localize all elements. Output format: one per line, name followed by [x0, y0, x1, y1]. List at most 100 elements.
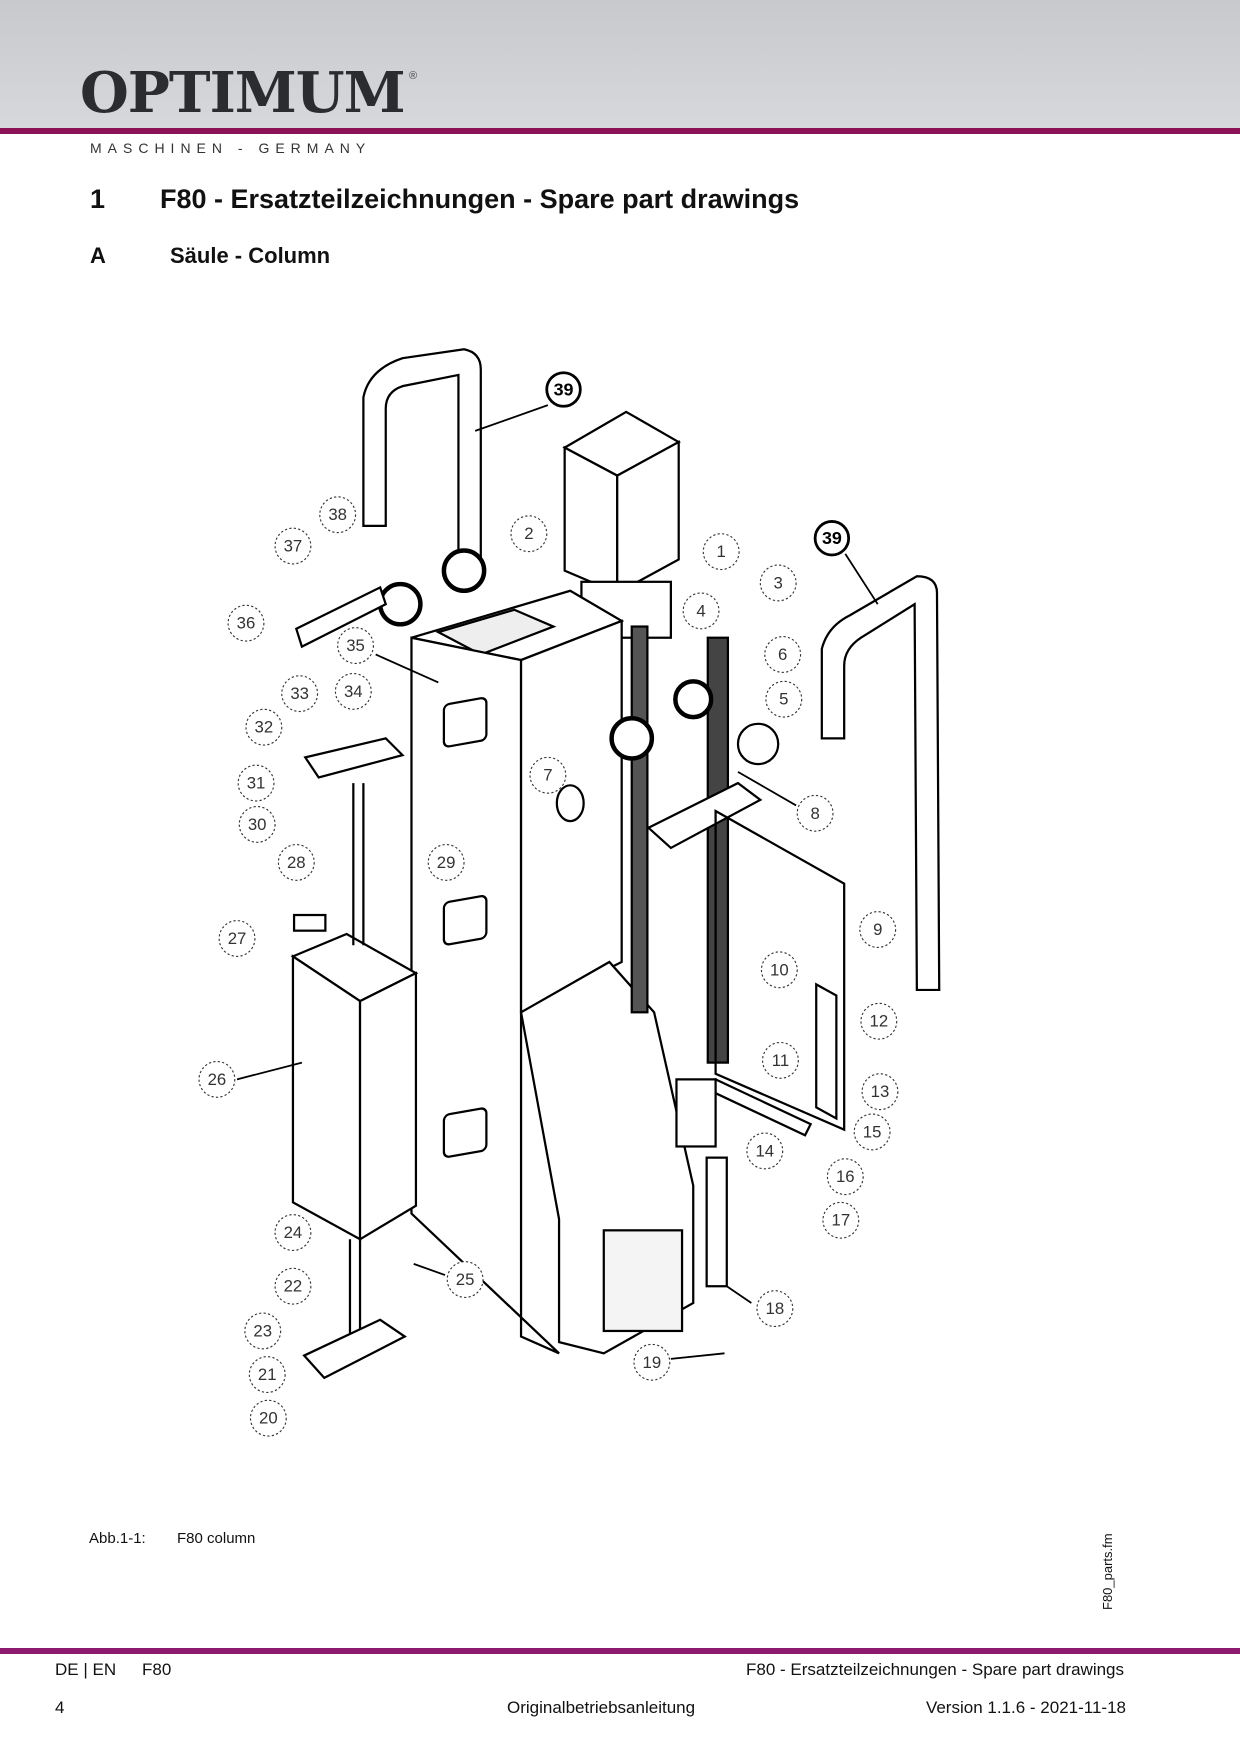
svg-text:35: 35: [346, 636, 365, 655]
section-title: F80 - Ersatzteilzeichnungen - Spare part…: [160, 184, 800, 214]
footer-version: Version 1.1.6 - 2021-11-18: [925, 1698, 1126, 1717]
svg-text:11: 11: [772, 1051, 789, 1070]
counterweight-assembly: [290, 737, 419, 1380]
callout-16: 16: [826, 1158, 864, 1196]
svg-text:6: 6: [778, 645, 787, 664]
callout-2: 2: [510, 515, 548, 553]
callout-11: 11: [762, 1041, 799, 1079]
bearing-assemblies: [294, 548, 780, 850]
page-number: 4: [55, 1698, 65, 1717]
svg-text:21: 21: [258, 1365, 277, 1384]
callout-13: 13: [861, 1073, 899, 1111]
svg-text:17: 17: [832, 1211, 851, 1230]
column-body: [410, 589, 695, 1355]
callout-3: 3: [759, 564, 797, 602]
svg-text:36: 36: [237, 614, 256, 633]
callout-30: 30: [238, 805, 276, 843]
subsection-letter: A: [90, 243, 106, 268]
svg-text:10: 10: [770, 960, 789, 979]
svg-text:25: 25: [456, 1270, 475, 1289]
callout-25: 25: [446, 1261, 484, 1298]
callout-6: 6: [764, 636, 802, 673]
svg-text:12: 12: [870, 1012, 889, 1031]
svg-text:20: 20: [259, 1409, 278, 1428]
svg-text:8: 8: [810, 804, 819, 823]
svg-text:38: 38: [328, 505, 347, 524]
footer-doc-type: Originalbetriebsanleitung: [507, 1698, 696, 1717]
motor-housing: [562, 410, 681, 639]
svg-text:30: 30: [248, 815, 267, 834]
callout-15: 15: [853, 1113, 891, 1151]
svg-text:1: 1: [717, 542, 726, 561]
header-band: [0, 0, 1240, 128]
right-cover: [675, 809, 846, 1288]
callout-5: 5: [765, 680, 803, 718]
svg-text:31: 31: [247, 774, 266, 793]
svg-text:19: 19: [643, 1353, 662, 1372]
callout-7: 7: [529, 756, 567, 794]
svg-text:2: 2: [524, 524, 533, 543]
footer-language: DE | EN: [55, 1660, 117, 1679]
callout-labels: 39 39 38 37 36 2 1 3 4 6 5 35 33 34 32 3…: [198, 371, 899, 1437]
brand-tagline: MASCHINEN - GERMANY: [90, 140, 372, 156]
source-filename: F80_parts.fm: [1100, 1533, 1115, 1610]
leader-lines: [236, 404, 879, 1360]
callout-31: 31: [237, 764, 275, 802]
brand-logo: OPTIMUM: [80, 60, 406, 126]
callout-27: 27: [218, 920, 256, 957]
registered-mark: ®: [409, 70, 418, 82]
svg-text:32: 32: [255, 718, 274, 737]
callout-12: 12: [860, 1002, 898, 1040]
svg-text:27: 27: [228, 929, 247, 948]
svg-text:28: 28: [287, 853, 306, 872]
callout-4: 4: [682, 592, 720, 630]
footer-divider: [0, 1648, 1240, 1654]
callout-26: 26: [198, 1060, 236, 1098]
svg-text:39: 39: [554, 379, 574, 399]
callout-9: 9: [859, 911, 897, 949]
svg-text:5: 5: [779, 690, 788, 709]
svg-text:24: 24: [284, 1223, 303, 1242]
svg-text:39: 39: [822, 528, 842, 548]
callout-20: 20: [249, 1399, 287, 1437]
svg-text:34: 34: [344, 682, 363, 701]
callout-38: 38: [319, 496, 357, 534]
callout-32: 32: [245, 708, 283, 746]
svg-text:22: 22: [284, 1277, 303, 1296]
svg-text:14: 14: [755, 1141, 774, 1160]
figure-caption: F80 column: [177, 1530, 256, 1547]
footer-chapter: F80 - Ersatzteilzeichnungen - Spare part…: [746, 1660, 1124, 1679]
svg-text:29: 29: [437, 853, 456, 872]
svg-text:26: 26: [208, 1070, 227, 1089]
header-divider: [0, 128, 1240, 134]
subsection-title: Säule - Column: [170, 243, 331, 268]
callout-33: 33: [281, 675, 319, 713]
callout-17: 17: [822, 1201, 860, 1239]
svg-text:9: 9: [873, 920, 882, 939]
callout-10: 10: [760, 951, 798, 989]
figure-label: Abb.1-1:: [89, 1530, 146, 1547]
callout-23: 23: [244, 1312, 282, 1350]
callout-36: 36: [227, 604, 265, 642]
svg-text:23: 23: [253, 1321, 272, 1340]
callout-34: 34: [334, 672, 372, 710]
footer-model: F80: [142, 1660, 172, 1679]
callout-35: 35: [337, 627, 375, 664]
svg-text:13: 13: [871, 1082, 890, 1101]
callout-39: 39: [545, 371, 582, 408]
callout-1: 1: [702, 533, 740, 571]
callout-29: 29: [427, 844, 465, 881]
svg-text:33: 33: [290, 684, 309, 703]
callout-21: 21: [248, 1356, 286, 1394]
svg-text:7: 7: [543, 766, 552, 785]
callout-18: 18: [756, 1290, 794, 1328]
callout-19: 19: [633, 1343, 671, 1381]
handle-right: [820, 575, 941, 992]
callout-24: 24: [274, 1214, 312, 1252]
handle-left: [362, 348, 482, 583]
svg-text:16: 16: [836, 1167, 855, 1186]
section-number: 1: [90, 184, 106, 214]
callout-8: 8: [796, 794, 834, 832]
svg-text:4: 4: [696, 601, 705, 620]
